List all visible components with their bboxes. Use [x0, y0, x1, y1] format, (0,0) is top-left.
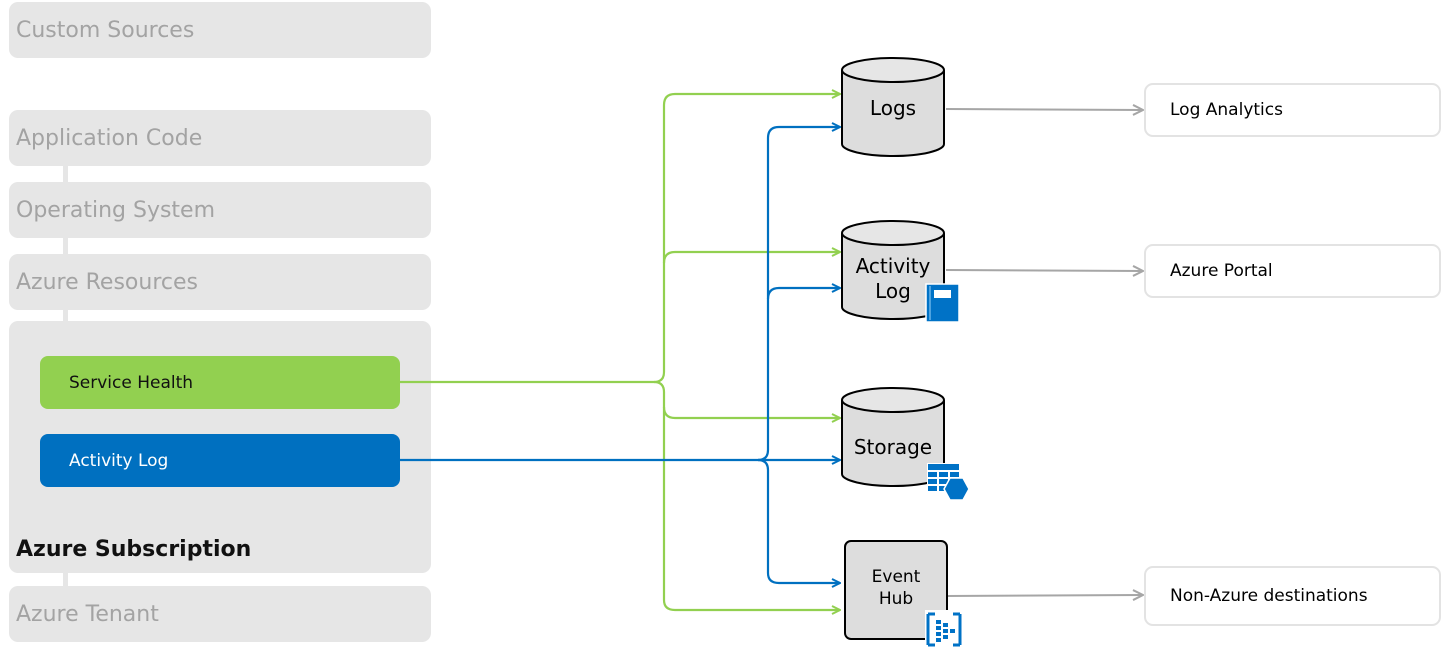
layer-connector — [63, 232, 68, 262]
layer-operating-system: Operating System — [9, 182, 431, 238]
green-branch-activity-log — [662, 252, 840, 264]
layer-application-code: Application Code — [9, 110, 431, 166]
storage-label: Storage — [853, 435, 933, 459]
activity-log-to-azure-portal — [945, 270, 1143, 271]
storage-store[interactable] — [841, 387, 945, 487]
layer-custom-sources: Custom Sources — [9, 2, 431, 58]
layer-connector — [63, 566, 68, 594]
azure-subscription-label: Azure Subscription — [16, 537, 252, 562]
blue-trunk — [400, 127, 840, 462]
layer-label: Operating System — [16, 197, 216, 223]
activity-log-label-line2: Log — [875, 279, 911, 303]
event-hub-store[interactable] — [844, 540, 948, 640]
layer-azure-tenant: Azure Tenant — [9, 586, 431, 642]
storage-table-icon — [927, 463, 970, 501]
layer-connector — [63, 304, 68, 329]
activity-log-label-line1: Activity — [855, 254, 931, 278]
logs-label: Logs — [869, 96, 917, 120]
non-azure-label: Non-Azure destinations — [1170, 586, 1368, 606]
service-health-routes — [400, 94, 840, 610]
layer-label: Application Code — [16, 125, 203, 151]
non-azure-destination[interactable]: Non-Azure destinations — [1144, 566, 1441, 626]
log-analytics-label: Log Analytics — [1170, 100, 1283, 120]
event-hub-label-line2: Hub — [878, 589, 914, 609]
green-branch-down — [653, 380, 840, 610]
layer-label: Azure Resources — [16, 269, 198, 295]
destination-routes — [945, 109, 1143, 596]
azure-portal-destination[interactable]: Azure Portal — [1144, 244, 1441, 298]
activity-log-source[interactable]: Activity Log — [40, 434, 400, 487]
layer-connector — [63, 160, 68, 190]
layer-label: Azure Tenant — [16, 601, 159, 627]
event-hub-label-line1: Event — [871, 567, 921, 587]
event-hub-to-non-azure — [945, 595, 1143, 596]
layer-azure-resources: Azure Resources — [9, 254, 431, 310]
layer-label: Custom Sources — [16, 17, 195, 43]
logs-store[interactable] — [841, 57, 945, 157]
blue-branch-event-hub — [757, 458, 840, 583]
log-analytics-destination[interactable]: Log Analytics — [1144, 83, 1441, 137]
green-trunk — [400, 94, 840, 384]
activity-log-store[interactable] — [841, 220, 945, 320]
event-hub-icon — [925, 610, 963, 648]
activity-log-label: Activity Log — [69, 450, 169, 471]
activity-log-routes — [400, 127, 840, 583]
service-health-source[interactable]: Service Health — [40, 356, 400, 409]
document-book-icon — [925, 283, 960, 323]
azure-portal-label: Azure Portal — [1170, 261, 1273, 281]
service-health-label: Service Health — [69, 372, 194, 393]
blue-branch-activity-log — [766, 288, 840, 300]
green-branch-storage — [662, 406, 840, 418]
logs-to-log-analytics — [945, 109, 1143, 110]
